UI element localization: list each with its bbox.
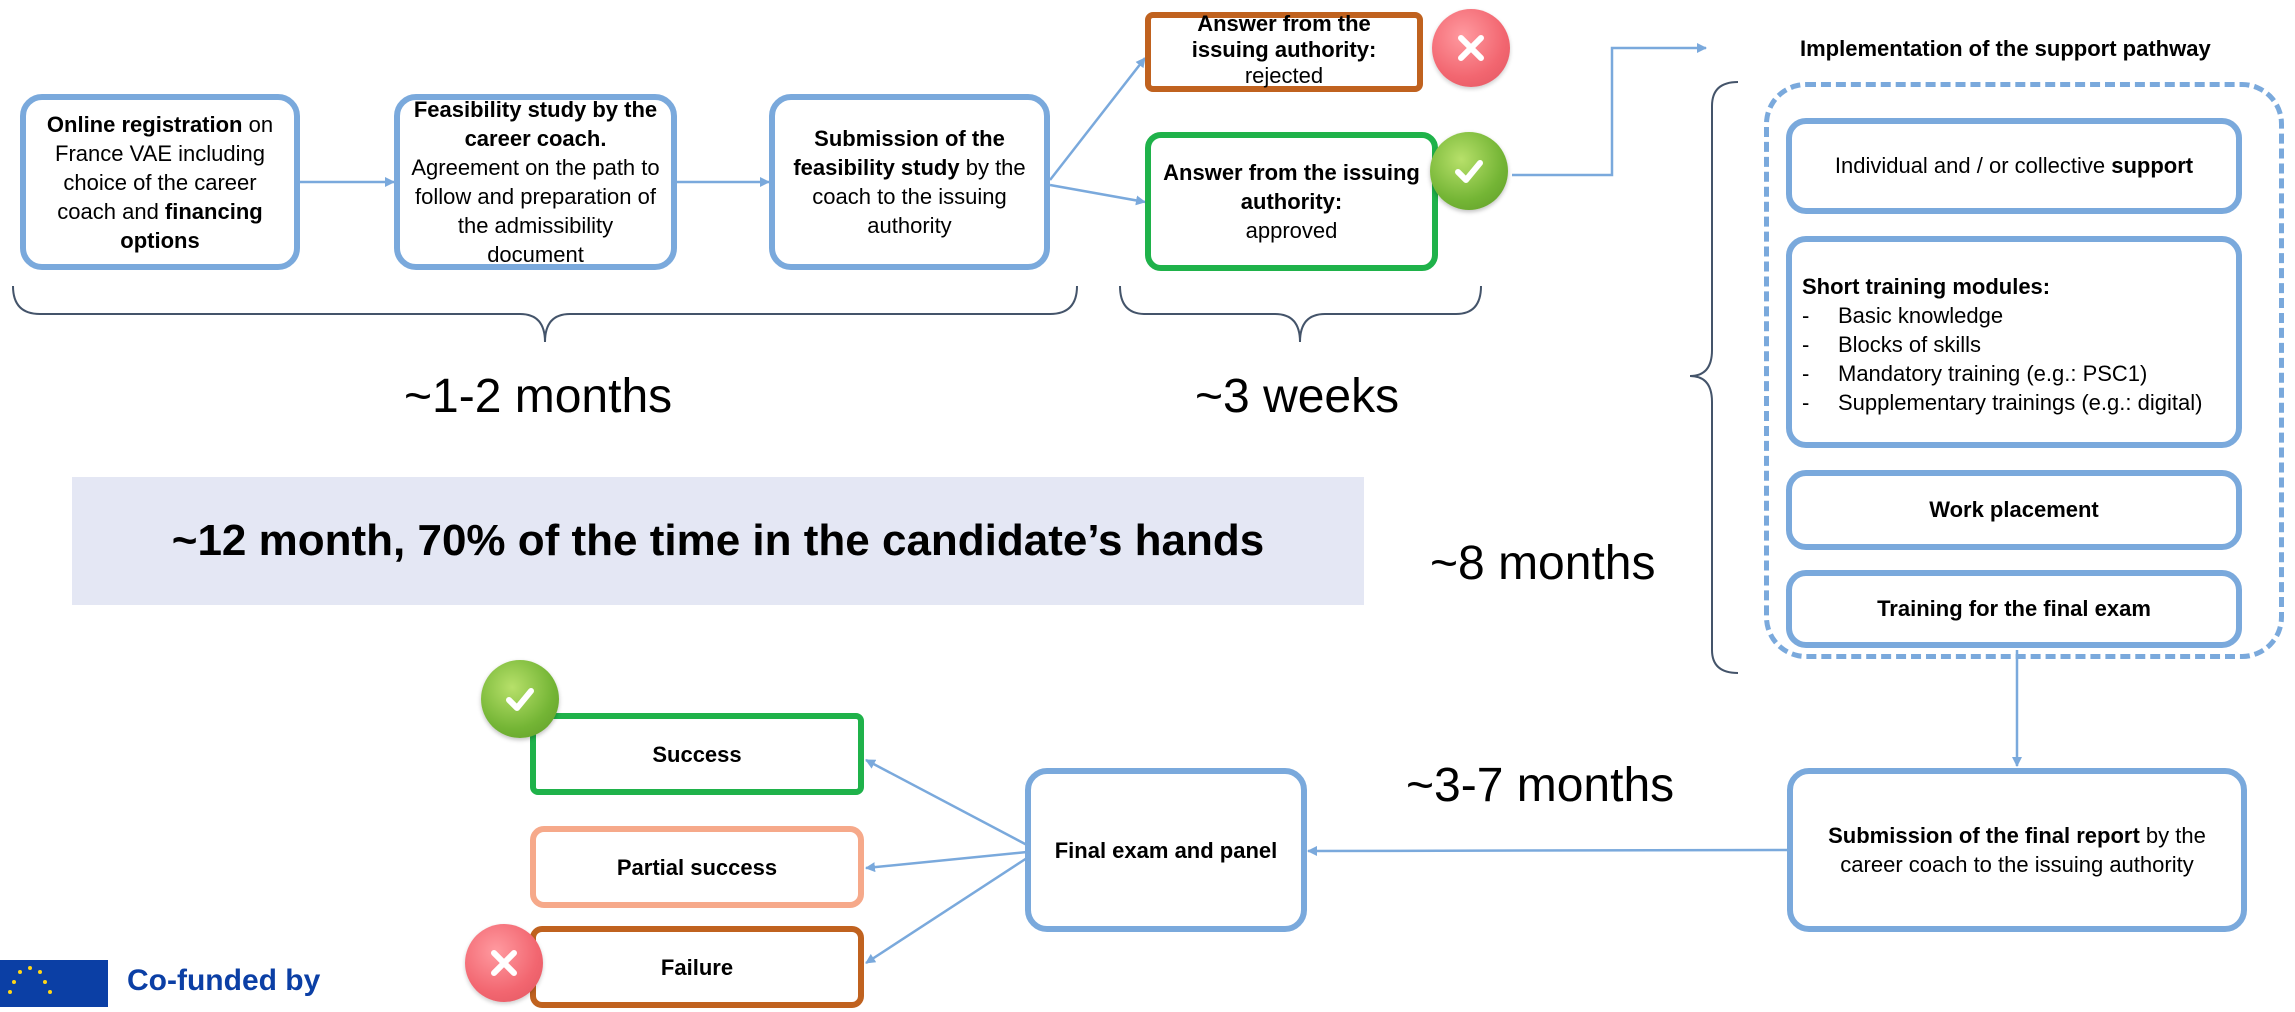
duration-3-weeks: ~3 weeks (1195, 370, 1400, 423)
final-report-text: by the career coach to the issuing autho… (1840, 823, 2206, 877)
final-report-box: Submission of the final report by the ca… (1787, 768, 2247, 932)
support-text: Individual and / or collective (1834, 153, 2112, 178)
arrow-to-success (865, 758, 1028, 847)
cross-icon (1432, 9, 1510, 87)
support-bold: support (2111, 153, 2194, 178)
answer-rejected-box: Answer from the issuing authority:reject… (1145, 11, 1423, 92)
work-placement-label: Work placement (1929, 497, 2099, 522)
list-item: -Blocks of skills (1802, 332, 1982, 357)
individual-support-box: Individual and / or collective support (1786, 118, 2242, 214)
list-item: -Mandatory training (e.g.: PSC1) (1802, 361, 2148, 386)
duration-8-months: ~8 months (1430, 537, 1656, 590)
final-exam-training-label: Training for the final exam (1877, 596, 2151, 621)
support-pathway-container (1764, 82, 2284, 659)
failure-label: Failure (660, 954, 734, 980)
answer-approved-box: Answer from the issuing authority: approv… (1145, 132, 1438, 271)
feasibility-study-term: feasibility study (793, 155, 960, 180)
online-registration-box: Online registration on France VAE includ… (20, 94, 300, 270)
summary-banner-text: ~12 month, 70% of the time in the candid… (171, 516, 1265, 565)
final-exam-box: Final exam and panel (1025, 768, 1307, 932)
arrow-to-approved (1049, 183, 1146, 206)
submission-bold: Submission of the (814, 126, 1005, 151)
success-label: Success (652, 741, 742, 767)
answer-approved-text: approved (1245, 218, 1338, 243)
arrow-to-pathway (1512, 43, 1707, 177)
cross-icon (465, 924, 543, 1002)
feasibility-study-text: Agreement on the path to follow and prep… (411, 155, 660, 267)
answer-rejected-bold: Answer from the issuing authority: (1191, 11, 1377, 62)
list-item: -Supplementary trainings (e.g.: digital) (1802, 390, 2203, 415)
arrow-to-rejected (1049, 57, 1146, 181)
final-report-bold: Submission of the final report (1828, 823, 2140, 848)
summary-banner: ~12 month, 70% of the time in the candid… (72, 477, 1364, 605)
duration-3-7-months: ~3-7 months (1406, 759, 1675, 812)
duration-1-2-months: ~1-2 months (404, 370, 673, 423)
arrow-to-partial (865, 850, 1028, 873)
list-item: -Basic knowledge (1802, 303, 2004, 328)
partial-success-box: Partial success (530, 826, 864, 908)
training-modules-title: Short training modules: (1802, 274, 2051, 299)
brace-3-weeks (1119, 285, 1482, 343)
feasibility-study-box: Feasibility study by the career coach. A… (394, 94, 677, 270)
check-icon (481, 660, 559, 738)
feasibility-study-bold: Feasibility study by the career coach. (413, 97, 658, 151)
financing-options-bold: financing options (120, 198, 263, 253)
submission-text: by the coach to the issuing authority (812, 155, 1026, 238)
failure-box: Failure (530, 926, 864, 1008)
brace-1-2-months (12, 285, 1078, 343)
online-registration-bold: Online registration (46, 111, 243, 137)
training-modules-box: Short training modules: -Basic knowledge… (1786, 236, 2242, 448)
answer-approved-bold: Answer from the issuing authority: (1163, 160, 1420, 214)
work-placement-box: Work placement (1786, 470, 2242, 550)
check-icon (1430, 132, 1508, 210)
arrow-to-failure (865, 856, 1028, 965)
brace-8-months (1689, 81, 1739, 674)
eu-flag-logo (0, 960, 108, 1007)
partial-success-label: Partial success (616, 854, 778, 880)
cofunded-label: Co-funded by (127, 964, 321, 997)
final-exam-training-box: Training for the final exam (1786, 570, 2242, 648)
pathway-heading: Implementation of the support pathway (1800, 36, 2211, 61)
success-box: Success (530, 713, 864, 795)
submission-feasibility-box: Submission of the feasibility study by t… (769, 94, 1050, 270)
arrow-to-exam (1307, 845, 1793, 856)
final-exam-label: Final exam and panel (1054, 837, 1278, 863)
online-registration-text: on France VAE including choice of the ca… (55, 111, 274, 224)
answer-rejected-text: rejected (1244, 63, 1324, 88)
